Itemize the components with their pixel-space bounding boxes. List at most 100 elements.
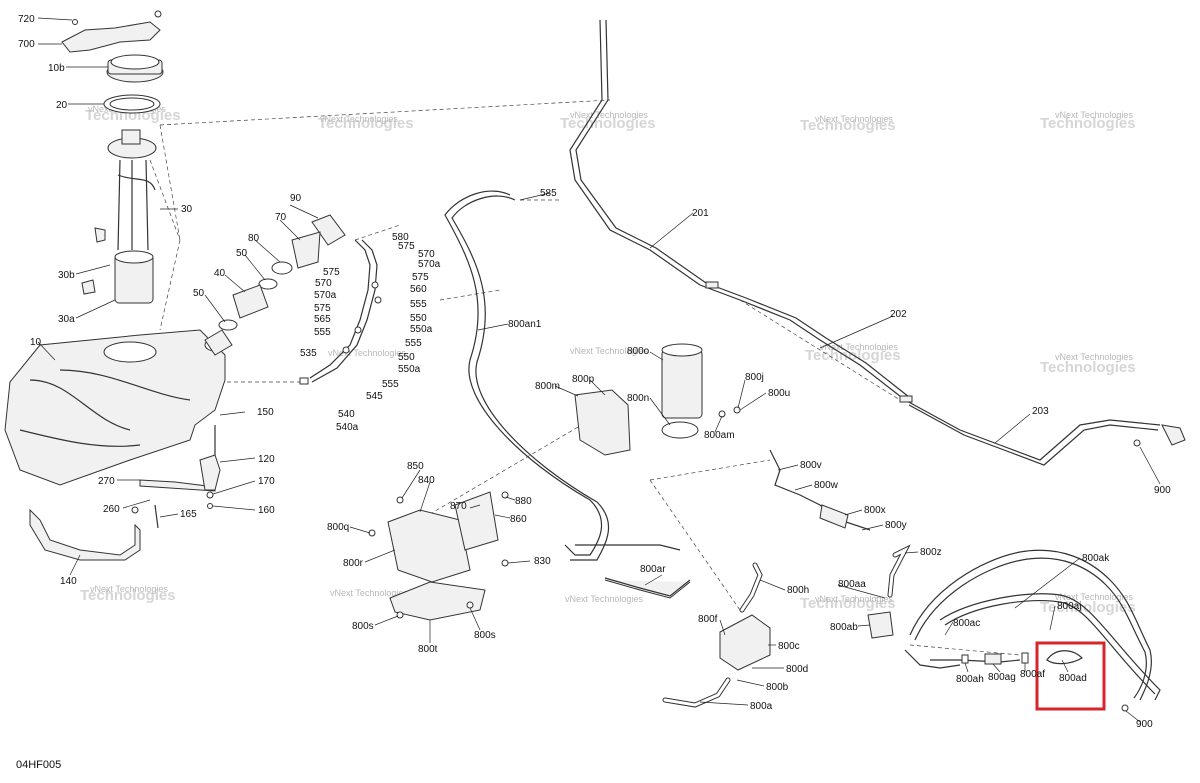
bracket-800r: [387, 509, 471, 583]
callout-800ag: 800ag: [988, 672, 1016, 683]
callout-860: 860: [510, 514, 527, 525]
callout-90: 90: [290, 193, 302, 204]
callout-570-b: 570: [315, 278, 332, 289]
callout-120: 120: [258, 454, 275, 465]
watermark: vNext Technologies: [820, 342, 898, 352]
fitting-550: [342, 346, 350, 354]
callout-50-top: 50: [236, 248, 248, 259]
filter-800c: [719, 614, 771, 671]
fitting-565: [354, 326, 362, 334]
callout-800s: 800s: [352, 621, 374, 632]
filter-30b: [94, 227, 106, 243]
callout-201: 201: [692, 208, 709, 219]
callout-800y: 800y: [885, 520, 907, 531]
bolt-165: [154, 504, 159, 529]
leader-lines: [37, 17, 1161, 723]
callout-800n: 800n: [627, 393, 649, 404]
callout-800b: 800b: [766, 682, 789, 693]
callout-800z: 800z: [920, 547, 942, 558]
callout-160: 160: [258, 505, 275, 516]
connector-201: [705, 281, 719, 289]
nut-170: [206, 491, 214, 499]
skid-bracket-group: [368, 491, 509, 621]
callout-700: 700: [18, 39, 35, 50]
callout-30b: 30b: [58, 270, 75, 281]
float-30b: [81, 279, 96, 295]
callout-535: 535: [300, 348, 317, 359]
callout-165: 165: [180, 509, 197, 520]
screw-830: [501, 559, 509, 567]
callout-570a-a: 570a: [418, 259, 441, 270]
callout-550a-b: 550a: [398, 364, 421, 375]
callout-800p: 800p: [572, 374, 595, 385]
callout-560: 560: [410, 284, 427, 295]
bracket-700: [61, 21, 161, 53]
callout-720: 720: [18, 14, 35, 25]
dashed-connectors: [149, 99, 1021, 656]
callout-800ar: 800ar: [640, 564, 666, 575]
callout-30a: 30a: [58, 314, 75, 325]
callout-50-bottom: 50: [193, 288, 205, 299]
long-hoses: [444, 19, 1186, 561]
callout-800aa: 800aa: [838, 579, 866, 590]
gasket-20-inner: [109, 97, 155, 111]
callout-800ad: 800ad: [1059, 673, 1087, 684]
clip-900a: [1133, 439, 1141, 447]
callout-870: 870: [450, 501, 467, 512]
callout-880: 880: [515, 496, 532, 507]
callout-800aj: 800aj: [1057, 601, 1081, 612]
callout-40: 40: [214, 268, 226, 279]
callout-70: 70: [275, 212, 287, 223]
clip-800am: [718, 410, 726, 418]
callout-202: 202: [890, 309, 907, 320]
clip-900b: [1121, 704, 1129, 712]
watermark: Technologies: [1040, 359, 1136, 376]
callout-555-d: 555: [382, 379, 399, 390]
fitting-555: [374, 296, 382, 304]
callout-labels: 720 700 10b 20 30 30b 30a 10 90 70 80 50…: [18, 14, 1171, 730]
screw-850: [396, 496, 404, 504]
cap-90: [311, 214, 346, 246]
valve-800m: [574, 389, 631, 456]
callout-555-a: 555: [410, 299, 427, 310]
screw-800s: [396, 611, 404, 619]
sensor-800ag: [984, 653, 1002, 665]
watermark: Technologies: [800, 117, 896, 134]
watermark: vNext Technologies: [1055, 592, 1133, 602]
watermark: Technologies: [805, 347, 901, 364]
callout-800v: 800v: [800, 460, 822, 471]
vent-line-components: [299, 239, 382, 385]
pump-body-top: [114, 250, 154, 264]
callout-260: 260: [103, 504, 120, 515]
watermark: Technologies: [1040, 115, 1136, 132]
callout-203: 203: [1032, 406, 1049, 417]
watermark: vNext Technologies: [815, 114, 893, 124]
clamp-800ah: [961, 654, 969, 664]
fitting-535: [299, 377, 309, 385]
callout-800j: 800j: [745, 372, 764, 383]
callout-555-b: 555: [314, 327, 331, 338]
callout-800o: 800o: [627, 346, 650, 357]
hose-800ad: [1046, 650, 1083, 665]
watermark: vNext Technologies: [320, 114, 398, 124]
watermark: vNext Technologies: [570, 346, 648, 356]
callout-800r: 800r: [343, 558, 364, 569]
watermark: vNext Technologies: [1055, 352, 1133, 362]
clamp-80: [271, 261, 293, 275]
tank-straps: [29, 425, 221, 561]
callout-10: 10: [30, 337, 42, 348]
hose-800ak: [904, 549, 1161, 701]
callout-830: 830: [534, 556, 551, 567]
callout-800t: 800t: [418, 644, 438, 655]
canister-800o: [661, 349, 703, 419]
nut-160: [207, 503, 213, 509]
clip-800j: [733, 406, 741, 414]
callout-575-a: 575: [398, 241, 415, 252]
callout-550-b: 550: [398, 352, 415, 363]
callout-540a: 540a: [336, 422, 359, 433]
callout-850: 850: [407, 461, 424, 472]
watermark: Technologies: [800, 595, 896, 612]
callout-800h: 800h: [787, 585, 809, 596]
filter-800x: [819, 504, 849, 529]
